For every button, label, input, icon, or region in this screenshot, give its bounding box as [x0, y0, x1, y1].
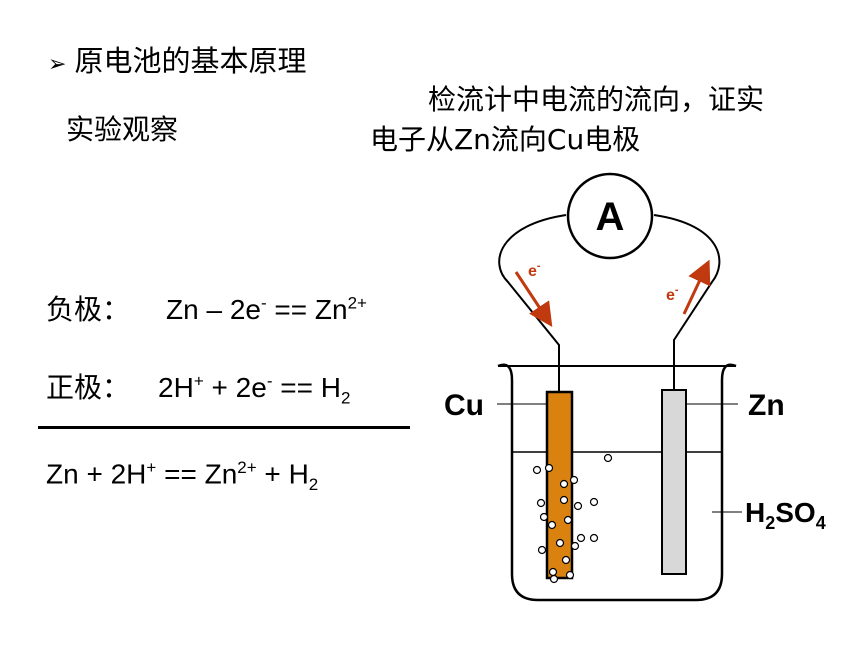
- pos-mid: + 2e: [203, 372, 267, 403]
- ammeter-label: A: [596, 195, 625, 239]
- pos-h-sup: +: [193, 371, 204, 391]
- electron-arrow-left: [514, 271, 553, 328]
- neg-e-sup: -: [260, 293, 267, 313]
- electron-arrow-right: [682, 259, 711, 315]
- hydrogen-bubbles: [532, 453, 613, 584]
- note-line-2: 电子从Zn流向Cu电极: [370, 123, 641, 156]
- electron-label-right: e-: [666, 284, 679, 304]
- negative-electrode-equation: 负极： Zn – 2e- == Zn2+: [46, 288, 367, 328]
- note-line-1: 检流计中电流的流向，证实: [428, 83, 765, 116]
- observation-label: 实验观察: [66, 113, 179, 146]
- zinc-electrode: [661, 389, 687, 575]
- neg-ion-sup: 2+: [347, 293, 367, 313]
- left-wire: [498, 214, 567, 392]
- copper-electrode: [545, 390, 574, 580]
- positive-electrode-equation: 正极： 2H+ + 2e- == H2: [46, 366, 350, 409]
- right-wire: [653, 214, 721, 392]
- acid-label: H2SO4: [745, 497, 826, 533]
- observation-note: 检流计中电流的流向，证实 电子从Zn流向Cu电极: [370, 80, 764, 160]
- neg-lhs: Zn – 2e: [166, 294, 261, 325]
- neg-mid: == Zn: [266, 294, 348, 325]
- divider-line: [38, 426, 410, 429]
- overall-a-sup: +: [146, 458, 157, 477]
- pos-eqs: == H: [272, 372, 341, 403]
- overall-a: Zn + 2H: [46, 458, 147, 490]
- slide-title: ➢ 原电池的基本原理: [48, 38, 306, 80]
- ammeter-circle: [566, 172, 654, 260]
- overall-b: == Zn: [156, 458, 238, 490]
- electron-label-left: e-: [528, 260, 541, 280]
- cu-label: Cu: [444, 389, 484, 422]
- positive-label: 正极：: [46, 371, 131, 404]
- zn-label: Zn: [748, 389, 785, 422]
- pos-lhs: 2H: [158, 372, 194, 403]
- negative-label: 负极：: [46, 293, 131, 326]
- pos-e-sup: -: [266, 371, 273, 391]
- beaker: [497, 363, 737, 602]
- overall-c-sub: 2: [308, 474, 319, 494]
- bullet-arrow-icon: ➢: [48, 52, 67, 77]
- overall-b-sup: 2+: [237, 458, 257, 477]
- overall-equation: Zn + 2H+ == Zn2+ + H2: [46, 458, 318, 495]
- title-text: 原电池的基本原理: [74, 44, 307, 78]
- pos-sub: 2: [340, 388, 351, 408]
- overall-c: + H: [256, 458, 309, 490]
